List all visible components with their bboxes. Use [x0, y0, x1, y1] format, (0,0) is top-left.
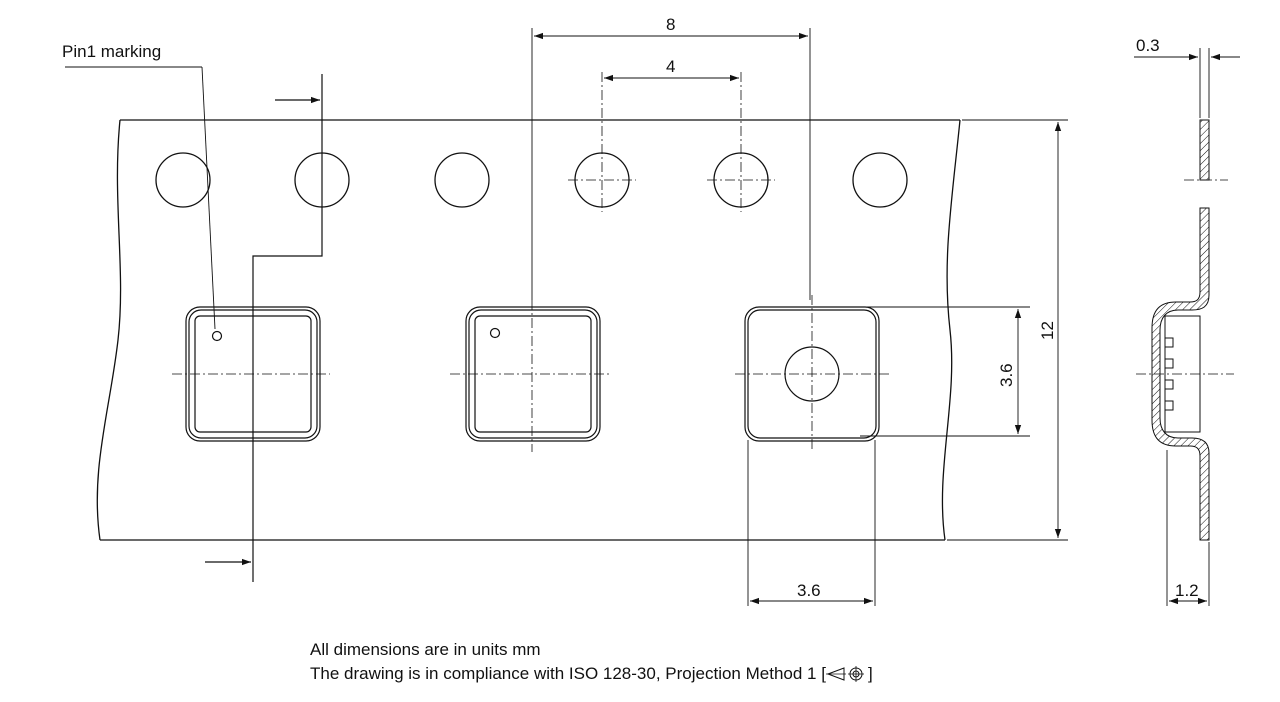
dimension-hole-pitch-label: 4: [666, 57, 675, 76]
tape-mid-wall: [1151, 207, 1210, 541]
note-iso: The drawing is in compliance with ISO 12…: [310, 664, 873, 684]
dimension-pocket-height: [860, 306, 1030, 437]
tape-left-break: [96, 119, 122, 541]
section-line: [205, 74, 323, 582]
component-lead: [1164, 358, 1174, 369]
tape-upper-wall: [1199, 119, 1210, 181]
note-iso-close: ]: [867, 664, 873, 683]
dimension-tape-thickness-label: 0.3: [1136, 36, 1160, 55]
dimension-pocket-width: [747, 440, 876, 606]
note-iso-text: The drawing is in compliance with ISO 12…: [310, 664, 826, 683]
projection-method-icon: [825, 666, 864, 682]
dimension-tape-width: [947, 119, 1068, 541]
dimension-pitch-label: 8: [666, 15, 675, 34]
note-units: All dimensions are in units mm: [310, 640, 541, 659]
sprocket-hole: [155, 152, 211, 208]
dimension-pitch: [531, 28, 811, 300]
pin1-label: Pin1 marking: [62, 42, 161, 61]
tape-right-break: [941, 119, 961, 541]
pin1-dot: [489, 327, 501, 339]
hole-centerlines: [568, 72, 775, 212]
carrier-tape: [96, 119, 961, 541]
dimension-pocket-height-label: 3.6: [997, 363, 1016, 387]
pin1-leader: [65, 66, 216, 330]
pin1-dot: [211, 330, 223, 342]
dimension-pocket-depth-label: 1.2: [1175, 581, 1199, 600]
dimension-pocket-depth: [1166, 450, 1210, 606]
dimension-tape-thickness: [1134, 48, 1240, 118]
side-section-view: [1136, 119, 1234, 541]
component-lead: [1164, 379, 1174, 390]
dimension-tape-width-label: 12: [1038, 321, 1057, 340]
sprocket-holes: [155, 152, 908, 208]
component-lead: [1164, 400, 1174, 411]
component-lead: [1164, 337, 1174, 348]
sprocket-hole: [852, 152, 908, 208]
dimension-pocket-width-label: 3.6: [797, 581, 821, 600]
pocket-centerlines: [172, 295, 890, 452]
sprocket-hole: [434, 152, 490, 208]
